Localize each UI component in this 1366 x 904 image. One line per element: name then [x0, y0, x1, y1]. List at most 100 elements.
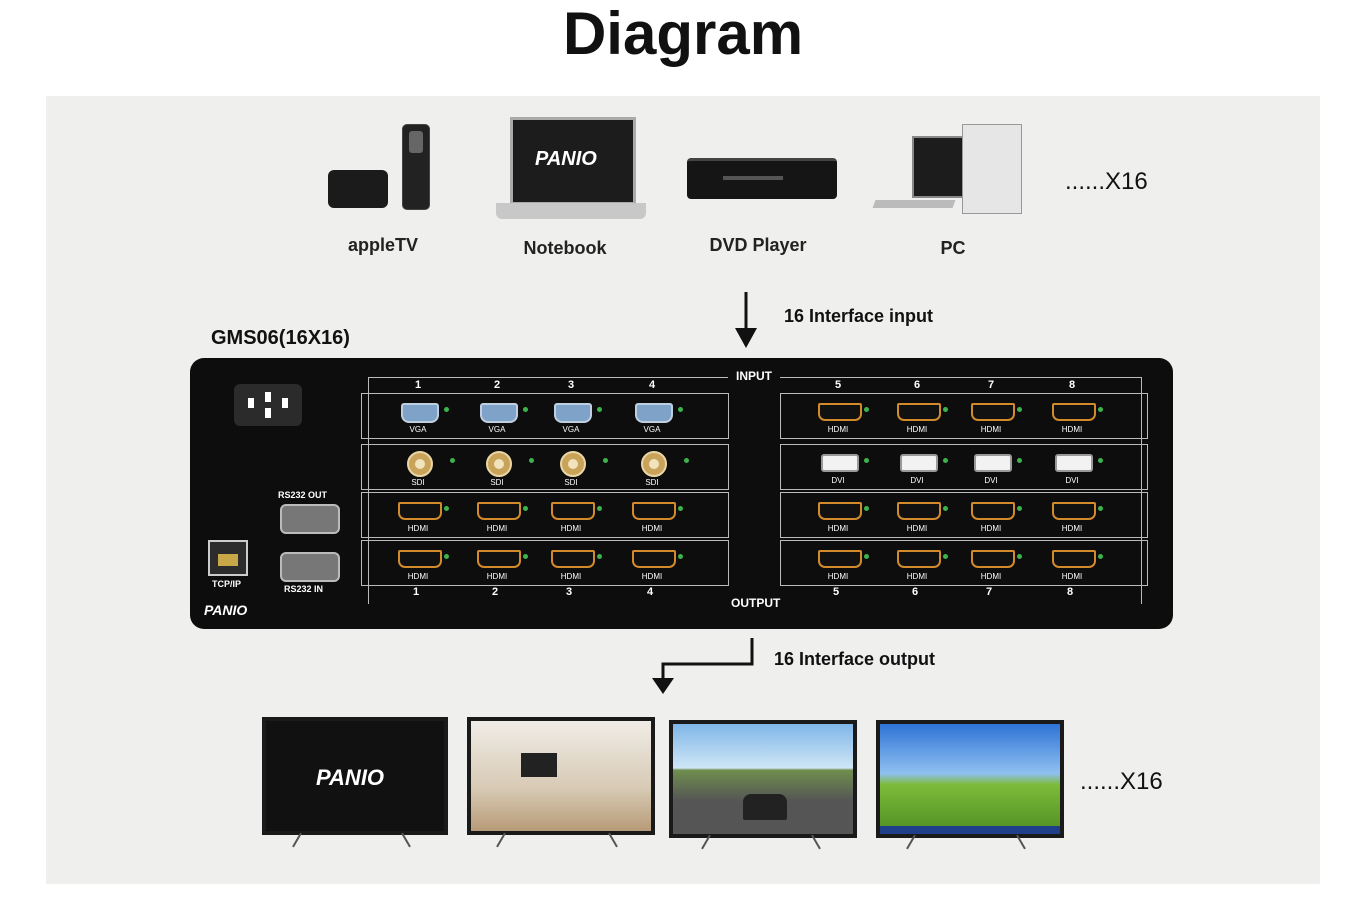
- status-led: [523, 554, 528, 559]
- port-row-left: [361, 393, 729, 439]
- status-led: [864, 506, 869, 511]
- sdi-port[interactable]: [486, 451, 512, 477]
- hdmi-port[interactable]: [897, 502, 941, 520]
- page-title: Diagram: [562, 0, 804, 67]
- port-label: HDMI: [980, 572, 1002, 581]
- hdmi-port[interactable]: [818, 502, 862, 520]
- source-label-pc: PC: [940, 238, 966, 258]
- rs232-in-port[interactable]: [280, 552, 340, 582]
- hdmi-port[interactable]: [398, 502, 442, 520]
- port-label: HDMI: [560, 524, 582, 533]
- hdmi-port[interactable]: [398, 550, 442, 568]
- port-label: HDMI: [560, 572, 582, 581]
- vga-port[interactable]: [480, 403, 518, 423]
- source-label-notebook: Notebook: [523, 238, 607, 258]
- status-led: [597, 407, 602, 412]
- hdmi-port[interactable]: [632, 550, 676, 568]
- input-number: 7: [987, 379, 995, 391]
- status-led: [678, 554, 683, 559]
- display-brand-logo: PANIO: [316, 765, 385, 790]
- hdmi-port[interactable]: [632, 502, 676, 520]
- hdmi-port[interactable]: [477, 550, 521, 568]
- port-row-left: [361, 540, 729, 586]
- hdmi-port[interactable]: [1052, 403, 1096, 421]
- vga-port[interactable]: [635, 403, 673, 423]
- output-number: 3: [565, 586, 573, 598]
- display-desktop: [876, 720, 1064, 838]
- status-led: [597, 506, 602, 511]
- output-arrow: [652, 638, 754, 694]
- port-label: HDMI: [906, 572, 928, 581]
- status-led: [597, 554, 602, 559]
- notebook-icon: PANIO: [496, 117, 646, 222]
- dvi-port[interactable]: [974, 454, 1012, 472]
- port-label: HDMI: [641, 524, 663, 533]
- status-led: [678, 407, 683, 412]
- displays-multiplier: ......X16: [1080, 768, 1163, 795]
- port-label: VGA: [409, 425, 427, 434]
- hdmi-port[interactable]: [971, 550, 1015, 568]
- hdmi-port[interactable]: [897, 550, 941, 568]
- port-row-right: [780, 540, 1148, 586]
- source-label-appletv: appleTV: [347, 235, 418, 255]
- port-row-right: [780, 492, 1148, 538]
- sources-multiplier: ......X16: [1065, 168, 1148, 195]
- port-row-right: [780, 393, 1148, 439]
- input-number: 1: [414, 379, 422, 391]
- matrix-device: RS232 OUT TCP/IP RS232 IN PANIO INPUT OU…: [190, 358, 1173, 629]
- hdmi-port[interactable]: [971, 502, 1015, 520]
- input-number: 6: [913, 379, 921, 391]
- hdmi-port[interactable]: [897, 403, 941, 421]
- vga-port[interactable]: [554, 403, 592, 423]
- status-led: [1098, 506, 1103, 511]
- sdi-port[interactable]: [641, 451, 667, 477]
- dvd-player-icon: [687, 158, 837, 200]
- input-number: 3: [567, 379, 575, 391]
- status-led: [523, 506, 528, 511]
- vga-port[interactable]: [401, 403, 439, 423]
- hdmi-port[interactable]: [818, 403, 862, 421]
- sdi-port[interactable]: [407, 451, 433, 477]
- port-label: DVI: [910, 476, 924, 485]
- notebook-screen-logo: PANIO: [535, 148, 597, 170]
- sdi-port[interactable]: [560, 451, 586, 477]
- display-room: [467, 717, 655, 835]
- port-label: HDMI: [407, 524, 429, 533]
- rs232-out-port[interactable]: [280, 504, 340, 534]
- dvi-port[interactable]: [821, 454, 859, 472]
- port-label: HDMI: [1061, 425, 1083, 434]
- status-led: [864, 407, 869, 412]
- port-label: DVI: [831, 476, 845, 485]
- input-note: 16 Interface input: [784, 306, 934, 326]
- display-racing-game: [669, 720, 857, 838]
- input-number: 5: [834, 379, 842, 391]
- output-header: OUTPUT: [723, 596, 789, 610]
- port-label: HDMI: [906, 425, 928, 434]
- status-led: [1017, 554, 1022, 559]
- hdmi-port[interactable]: [1052, 502, 1096, 520]
- port-row-right: [780, 444, 1148, 490]
- hdmi-port[interactable]: [551, 550, 595, 568]
- hdmi-port[interactable]: [477, 502, 521, 520]
- hdmi-port[interactable]: [1052, 550, 1096, 568]
- hdmi-port[interactable]: [818, 550, 862, 568]
- dvi-port[interactable]: [1055, 454, 1093, 472]
- status-led: [1098, 554, 1103, 559]
- status-led: [444, 506, 449, 511]
- status-led: [603, 458, 608, 463]
- port-label: HDMI: [486, 524, 508, 533]
- dvi-port[interactable]: [900, 454, 938, 472]
- apple-tv-icon: [328, 124, 432, 210]
- port-label: SDI: [490, 478, 504, 487]
- input-number: 4: [648, 379, 656, 391]
- tcpip-port[interactable]: [208, 540, 248, 576]
- hdmi-port[interactable]: [971, 403, 1015, 421]
- status-led: [684, 458, 689, 463]
- output-number: 2: [491, 586, 499, 598]
- device-brand-logo: PANIO: [204, 602, 248, 618]
- hdmi-port[interactable]: [551, 502, 595, 520]
- port-label: SDI: [411, 478, 425, 487]
- input-arrow: [735, 292, 757, 348]
- port-label: VGA: [643, 425, 661, 434]
- power-socket-icon: [234, 384, 302, 426]
